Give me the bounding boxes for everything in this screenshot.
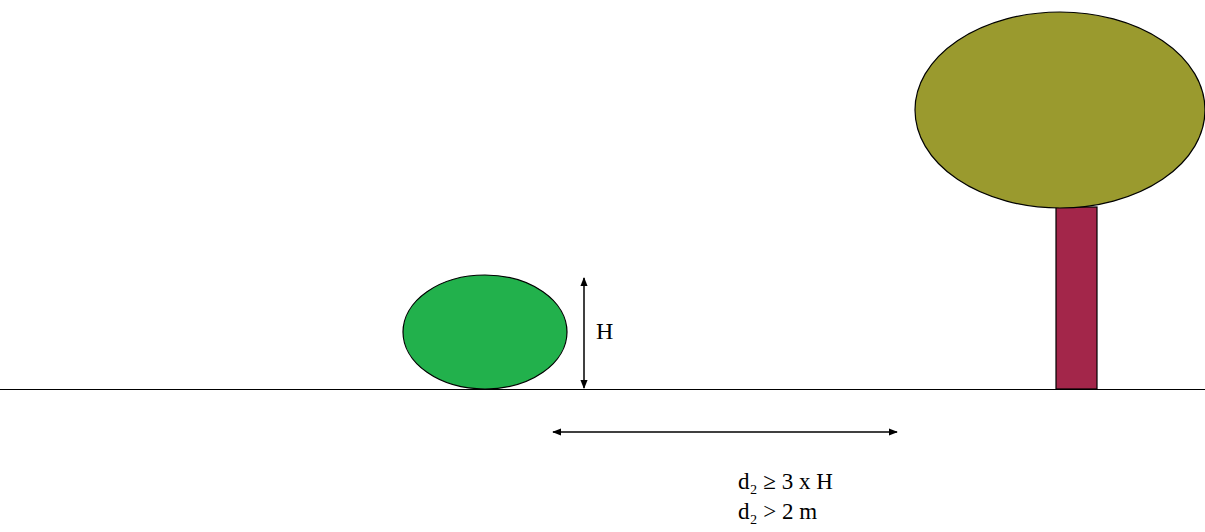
tree-crown xyxy=(915,12,1205,208)
distance-rule: d₂ ≥ 3 x H xyxy=(738,469,833,495)
ground-line xyxy=(0,389,1205,390)
distance-arrow xyxy=(553,431,897,433)
distance-rule: d₂ > 2 m xyxy=(738,499,817,525)
tree-trunk xyxy=(1056,207,1097,389)
height-arrow xyxy=(583,278,585,388)
shrub xyxy=(403,275,567,389)
height-label: H xyxy=(596,318,613,346)
